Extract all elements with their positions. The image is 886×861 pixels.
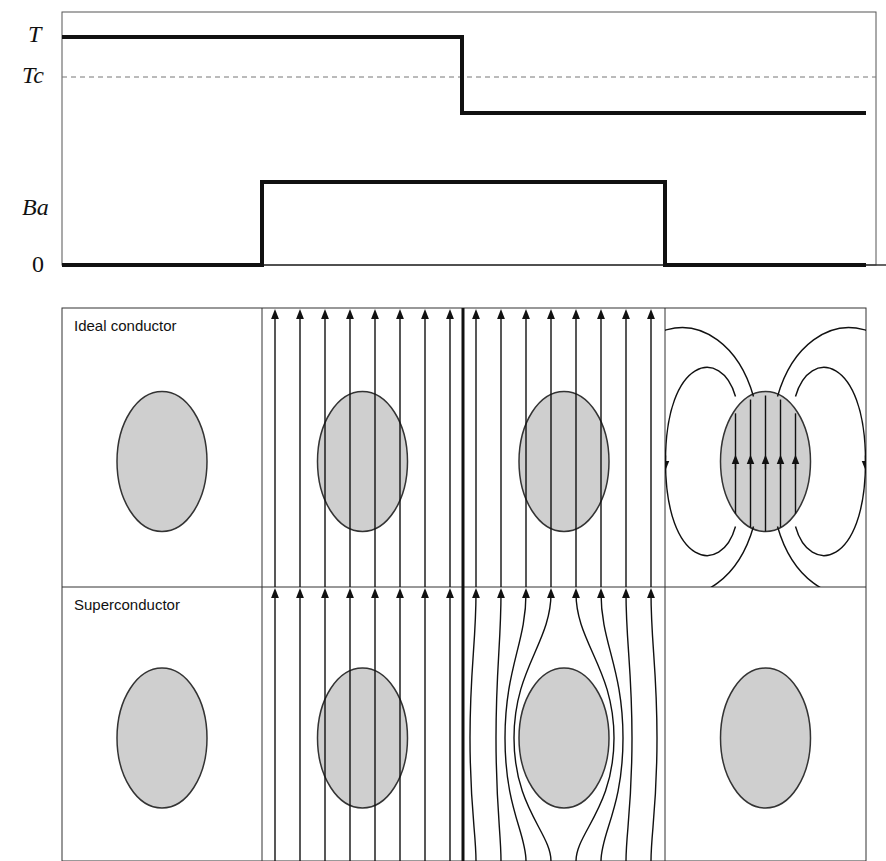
field-line (299, 593, 300, 861)
return-loop (796, 367, 866, 555)
sample-ellipsoid (721, 668, 811, 808)
sample-ellipsoid (318, 392, 408, 532)
field-line (470, 593, 476, 861)
field-line (625, 314, 626, 587)
panel-title: Superconductor (72, 597, 182, 612)
field-line (500, 314, 501, 587)
field-line (349, 314, 350, 587)
field-line (449, 593, 450, 861)
sample-ellipsoid (519, 668, 609, 808)
cooling-divider (462, 308, 465, 861)
sample-ellipsoid (117, 392, 207, 532)
sample-ellipsoid (721, 392, 811, 532)
temperature-trace (62, 37, 866, 113)
return-loop (665, 328, 754, 587)
panel-grid (62, 308, 866, 861)
field-lines (275, 314, 886, 861)
sample-ellipsoid (117, 668, 207, 808)
field-line (399, 593, 400, 861)
field-line (626, 593, 632, 861)
field-line (600, 314, 601, 587)
return-loop (778, 328, 867, 587)
field-arrow (780, 460, 781, 470)
field-line (750, 400, 751, 528)
field-trace (62, 182, 866, 265)
field-line (424, 314, 425, 587)
field-line (449, 314, 450, 587)
graph-frame (62, 12, 876, 265)
field-line (735, 413, 736, 513)
field-line (299, 314, 300, 587)
field-line (550, 314, 551, 587)
field-line (324, 314, 325, 587)
field-line (575, 314, 576, 587)
field-line (576, 593, 614, 861)
field-arrow (795, 460, 796, 470)
field-line (650, 314, 651, 587)
tc-dashed-line (62, 77, 876, 78)
zero-label: 0 (32, 252, 44, 276)
applied-field-label: Ba (22, 195, 49, 219)
field-line (601, 593, 623, 861)
field-arrow (865, 456, 866, 466)
return-loop (666, 367, 736, 555)
field-arrow (765, 460, 766, 470)
field-line (505, 593, 526, 861)
field-arrow (750, 460, 751, 470)
field-line (274, 314, 275, 587)
field-line (349, 593, 350, 861)
sample-bodies (117, 392, 811, 809)
field-line (374, 314, 375, 587)
critical-temperature-label: Tc (22, 63, 44, 87)
field-line (399, 314, 400, 587)
field-line (525, 314, 526, 587)
trapped-field (665, 328, 866, 587)
expelled-field (470, 593, 657, 861)
field-arrow (735, 460, 736, 470)
field-line (324, 593, 325, 861)
panel-title: Ideal conductor (72, 318, 179, 333)
field-line (765, 396, 766, 532)
sample-ellipsoid (318, 668, 408, 808)
field-line (424, 593, 425, 861)
field-line (514, 593, 551, 861)
field-line (274, 593, 275, 861)
temperature-axis-label: T (28, 22, 41, 46)
sample-ellipsoid (519, 392, 609, 532)
field-line (496, 593, 501, 861)
field-arrow (665, 456, 666, 466)
field-line (651, 593, 657, 861)
field-line (475, 314, 476, 587)
field-line (374, 593, 375, 861)
field-line (795, 413, 796, 513)
field-line (780, 400, 781, 528)
